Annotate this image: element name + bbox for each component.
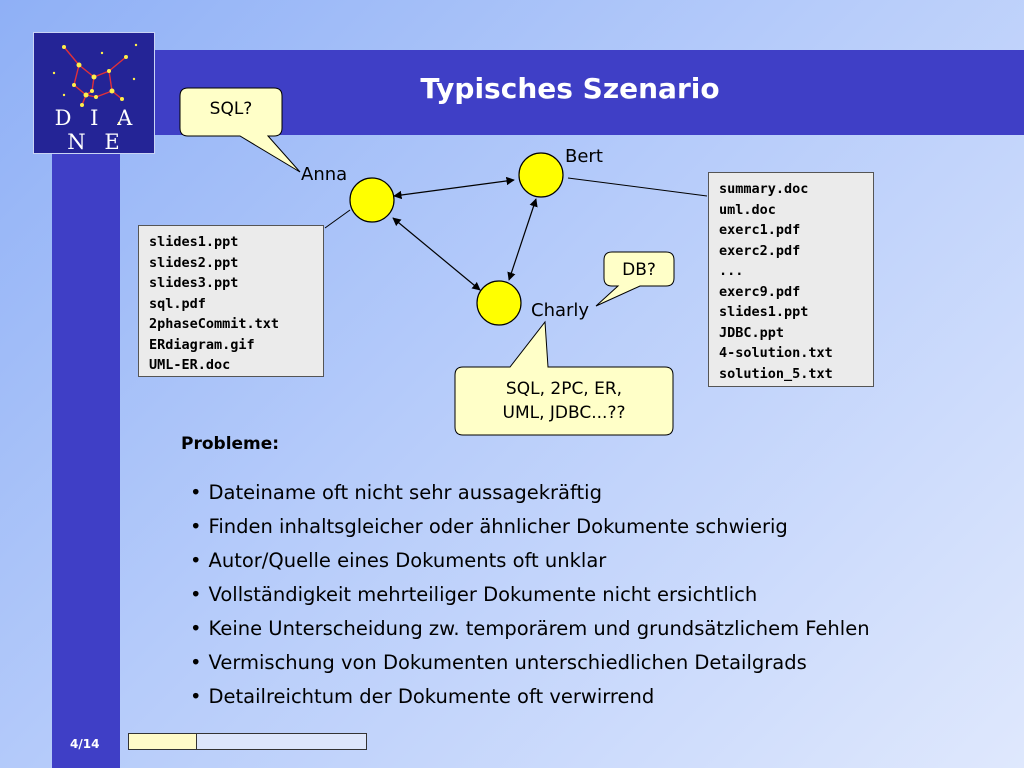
file-item: summary.doc [719, 181, 809, 197]
file-item: exerc9.pdf [719, 283, 801, 300]
problem-item: Keine Unterscheidung zw. temporärem und … [190, 614, 1010, 648]
arrow-anna-bert [393, 176, 515, 200]
bert-file-list: summary.doc uml.doc exerc1.pdf exerc2.pd… [708, 172, 874, 387]
arrow-bert-charly [507, 198, 538, 281]
file-item: solution_5.txt [719, 365, 833, 382]
logo-text: D I A N E [54, 106, 139, 154]
file-item: slides1.ppt [719, 304, 809, 320]
file-item: exerc1.pdf [719, 222, 801, 238]
file-item: slides1.ppt [149, 234, 239, 250]
problem-item: Detailreichtum der Dokumente oft verwirr… [190, 682, 1010, 716]
person-label-anna: Anna [301, 164, 348, 185]
problem-item: Autor/Quelle eines Dokuments oft unklar [190, 546, 1010, 580]
charly-topics-bubble-text: SQL, 2PC, ER, UML, JDBC...?? [455, 377, 673, 425]
person-node-bert [518, 152, 564, 198]
slide-progress-bar[interactable] [128, 733, 367, 750]
file-item: sql.pdf [149, 295, 206, 312]
side-bar [52, 50, 120, 768]
problem-item: Dateiname oft nicht sehr aussagekräftig [190, 478, 1010, 512]
anna-speech-bubble [179, 87, 301, 173]
problem-item: Finden inhaltsgleicher oder ähnlicher Do… [190, 512, 1010, 546]
anna-bubble-text: SQL? [209, 99, 253, 119]
file-item: 4-solution.txt [719, 345, 833, 361]
file-item: exerc2.pdf [719, 242, 801, 259]
person-node-charly [476, 280, 522, 326]
anna-file-list: slides1.ppt slides2.ppt slides3.ppt sql.… [138, 225, 324, 377]
file-item: slides2.ppt [149, 254, 239, 271]
slide-progress-fill [129, 734, 197, 749]
file-item: 2phaseCommit.txt [149, 316, 280, 332]
file-item: uml.doc [719, 201, 776, 218]
slide-title: Typisches Szenario [420, 72, 720, 105]
charly-topics-bubble [454, 320, 674, 436]
file-item: slides3.ppt [149, 275, 239, 291]
file-item: JDBC.ppt [719, 324, 785, 341]
charly-db-bubble-text: DB? [622, 260, 656, 280]
arrow-anna-charly [392, 217, 481, 291]
constellation-icon [52, 43, 138, 125]
problems-heading: Probleme: [181, 434, 280, 454]
file-item: UML-ER.doc [149, 357, 231, 373]
diane-logo: D I A N E [33, 32, 155, 154]
person-label-charly: Charly [531, 300, 590, 321]
charly-topics-line: UML, JDBC...?? [502, 403, 626, 423]
person-label-bert: Bert [565, 146, 603, 167]
problem-item: Vollständigkeit mehrteiliger Dokumente n… [190, 580, 1010, 614]
charly-db-bubble [595, 251, 675, 307]
bert-files-connector [567, 177, 708, 197]
problems-list: Dateiname oft nicht sehr aussagekräftig … [190, 478, 1010, 716]
person-node-anna [349, 177, 395, 223]
charly-topics-line: SQL, 2PC, ER, [505, 379, 623, 399]
file-item: ERdiagram.gif [149, 336, 255, 353]
anna-files-connector [324, 209, 351, 229]
page-number: 4/14 [70, 737, 100, 751]
file-item: ... [719, 263, 744, 279]
problem-item: Vermischung von Dokumenten unterschiedli… [190, 648, 1010, 682]
